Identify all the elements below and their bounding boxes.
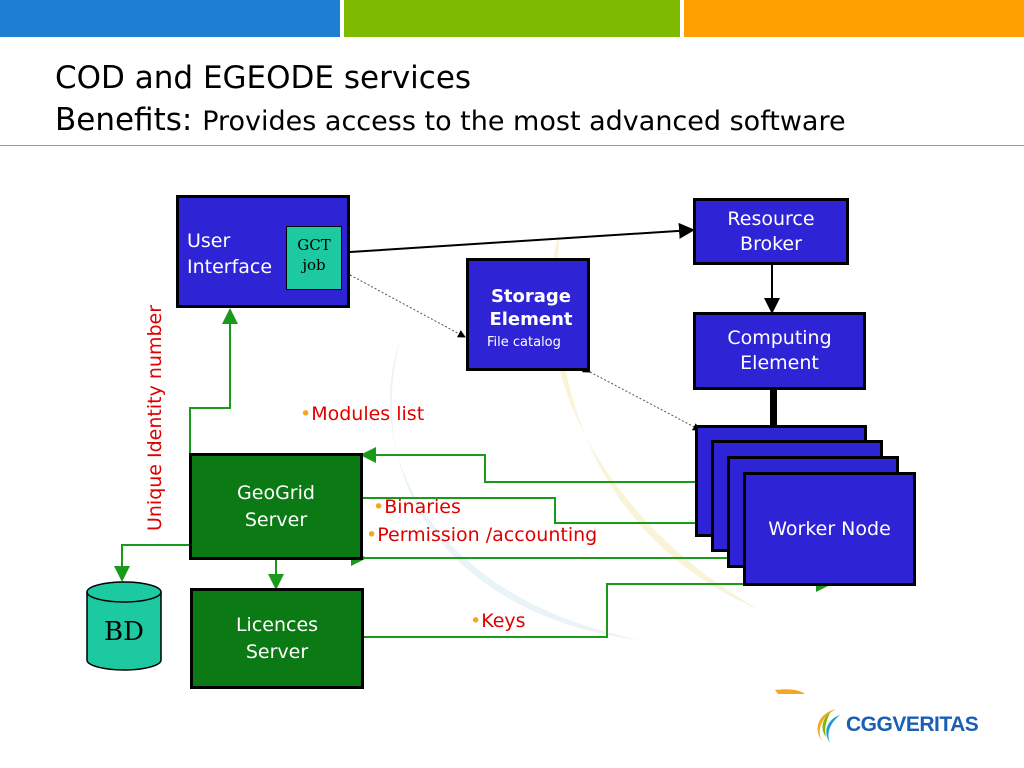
top-bar-blue (0, 0, 340, 37)
modules-list-label: •Modules list (300, 403, 424, 425)
arrow-licences-worker-keys (362, 576, 832, 638)
computing-element-label: Computing Element (727, 327, 832, 374)
file-catalog-label: File catalog (487, 335, 561, 350)
resource-broker-box: Resource Broker (693, 198, 849, 265)
geogrid-server-label: GeoGrid Server (237, 481, 315, 531)
storage-element-title: Storage Element (489, 286, 573, 330)
licences-server-label: Licences Server (235, 613, 319, 663)
permission-label: •Permission /accounting (366, 524, 597, 546)
arrow-worker-geogrid (360, 447, 697, 483)
keys-text: Keys (481, 610, 526, 632)
resource-broker-label: Resource Broker (727, 207, 815, 255)
binaries-text: Binaries (384, 496, 461, 518)
unique-identity-label: Unique Identity number (144, 304, 166, 532)
geogrid-server-box: GeoGrid Server (189, 453, 363, 560)
modules-list-text: Modules list (311, 403, 425, 425)
gct-job-document: GCT job (286, 226, 342, 290)
background-swoosh-yellow (549, 230, 760, 610)
arrow-geogrid-bd (114, 544, 190, 582)
slide-subtitle: Benefits: Provides access to the most ad… (55, 102, 846, 138)
keys-label: •Keys (470, 610, 526, 632)
bullet: • (366, 524, 378, 546)
subtitle-rest: Provides access to the most advanced sof… (202, 106, 846, 137)
logo-swoosh-icon (817, 709, 840, 743)
computing-element-box: Computing Element (693, 312, 866, 390)
job-label: job (302, 256, 326, 274)
background-swoosh-blue (390, 340, 640, 640)
storage-element-box: Storage Element File catalog (466, 258, 590, 371)
user-interface-label: User Interface (187, 230, 273, 278)
permission-text: Permission /accounting (377, 524, 598, 546)
binaries-label: •Binaries (373, 496, 461, 518)
worker-node-label: Worker Node (768, 518, 891, 540)
bullet: • (300, 403, 312, 425)
logo-text: CGGVERITAS (846, 713, 979, 736)
title-divider (0, 145, 1024, 146)
connector-computing-worker (770, 390, 777, 430)
bullet: • (470, 610, 482, 632)
arrow-storage-worker (581, 365, 701, 431)
licences-server-box: Licences Server (190, 588, 364, 689)
arrow-geogrid-ui (189, 308, 238, 470)
arrow-ui-broker (335, 222, 695, 261)
arrow-geogrid-worker-binaries (362, 497, 747, 531)
slide-title: COD and EGEODE services (55, 60, 472, 96)
arrow-ui-storage (341, 268, 466, 338)
bd-label: BD (104, 617, 144, 647)
bullet: • (373, 496, 385, 518)
top-bar-orange (684, 0, 1024, 37)
top-bar-green (344, 0, 680, 37)
bd-database-icon (86, 581, 162, 671)
background-swoosh-orange (775, 689, 805, 694)
cggveritas-logo: CGGVERITAS (810, 700, 979, 750)
worker-node-box: Worker Node (743, 472, 916, 586)
gct-label: GCT (297, 236, 331, 254)
subtitle-prefix: Benefits: (55, 102, 193, 138)
